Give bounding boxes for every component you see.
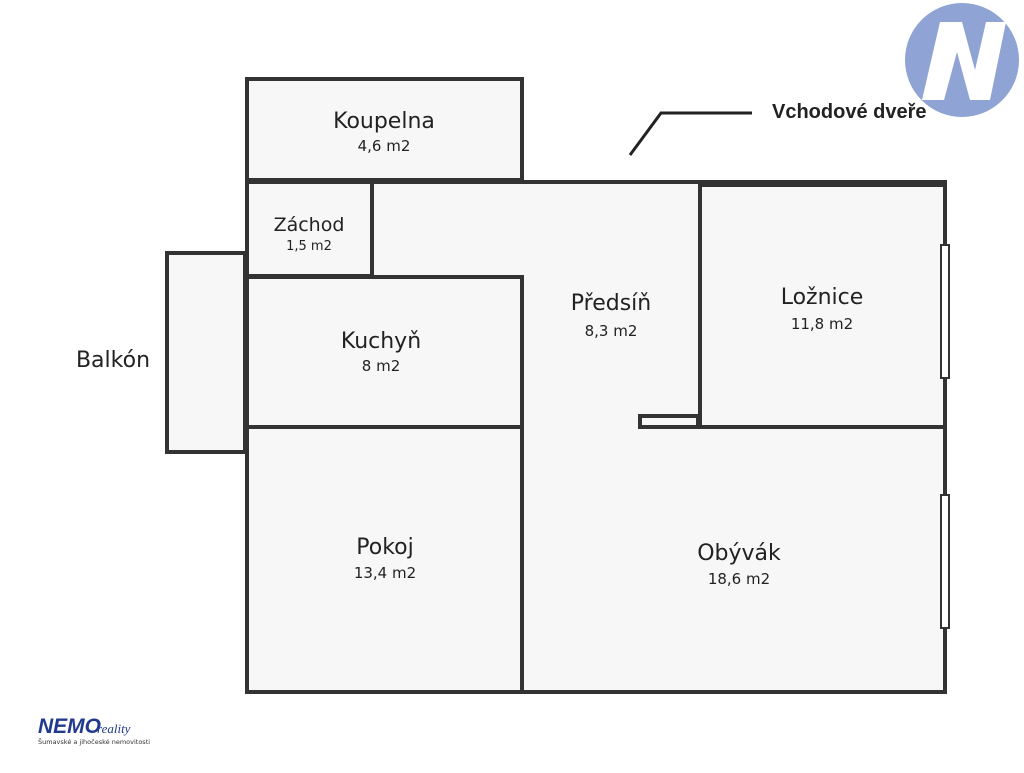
zachod-area: 1,5 m2 [286,239,332,254]
balkon-name: Balkón [76,348,150,373]
obyvak-area: 18,6 m2 [708,570,770,588]
window-obyvak [940,494,950,629]
logo-brand: NEMO [38,715,101,738]
room-koupelna [245,77,524,182]
koupelna-area: 4,6 m2 [358,137,411,155]
room-loznice [698,183,947,429]
zachod-name: Záchod [274,214,345,236]
entrance-pointer-line [628,111,752,156]
watermark-n-logo [905,3,1019,117]
kuchyn-name: Kuchyň [341,329,421,354]
nemo-reality-logo: NEMO reality Šumavské a jihočeské nemovi… [38,715,150,746]
logo-suffix: reality [97,721,131,736]
entrance-label: Vchodové dveře [772,101,927,123]
loznice-area: 11,8 m2 [791,315,853,333]
logo-tagline: Šumavské a jihočeské nemovitosti [38,737,150,746]
loznice-name: Ložnice [781,285,864,310]
obyvak-name: Obývák [697,541,781,566]
room-zachod [245,180,374,278]
room-pokoj [245,425,524,694]
predsin-area: 8,3 m2 [585,322,638,340]
predsin-name: Předsíň [571,291,651,316]
pokoj-name: Pokoj [356,535,413,560]
window-loznice [940,244,950,379]
room-balkon [165,251,247,454]
pokoj-area: 13,4 m2 [354,564,416,582]
koupelna-name: Koupelna [333,109,435,134]
kuchyn-area: 8 m2 [362,357,400,375]
wall-stub [638,414,700,429]
